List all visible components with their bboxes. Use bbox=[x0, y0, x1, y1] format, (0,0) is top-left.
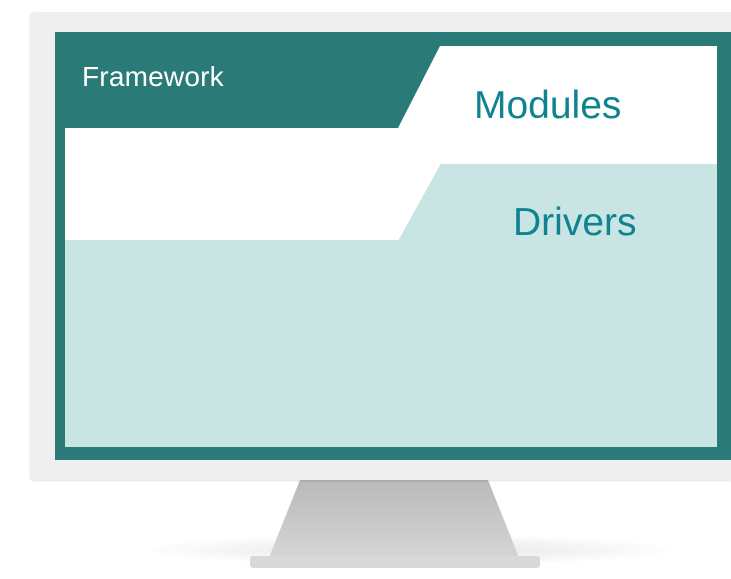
drivers-layer bbox=[65, 164, 717, 447]
drivers-label: Drivers bbox=[513, 201, 637, 244]
modules-layer bbox=[65, 46, 717, 240]
framework-label: Framework bbox=[82, 61, 224, 92]
stand-neck bbox=[268, 480, 520, 560]
modules-label: Modules bbox=[474, 84, 622, 127]
stand-base bbox=[250, 556, 540, 568]
